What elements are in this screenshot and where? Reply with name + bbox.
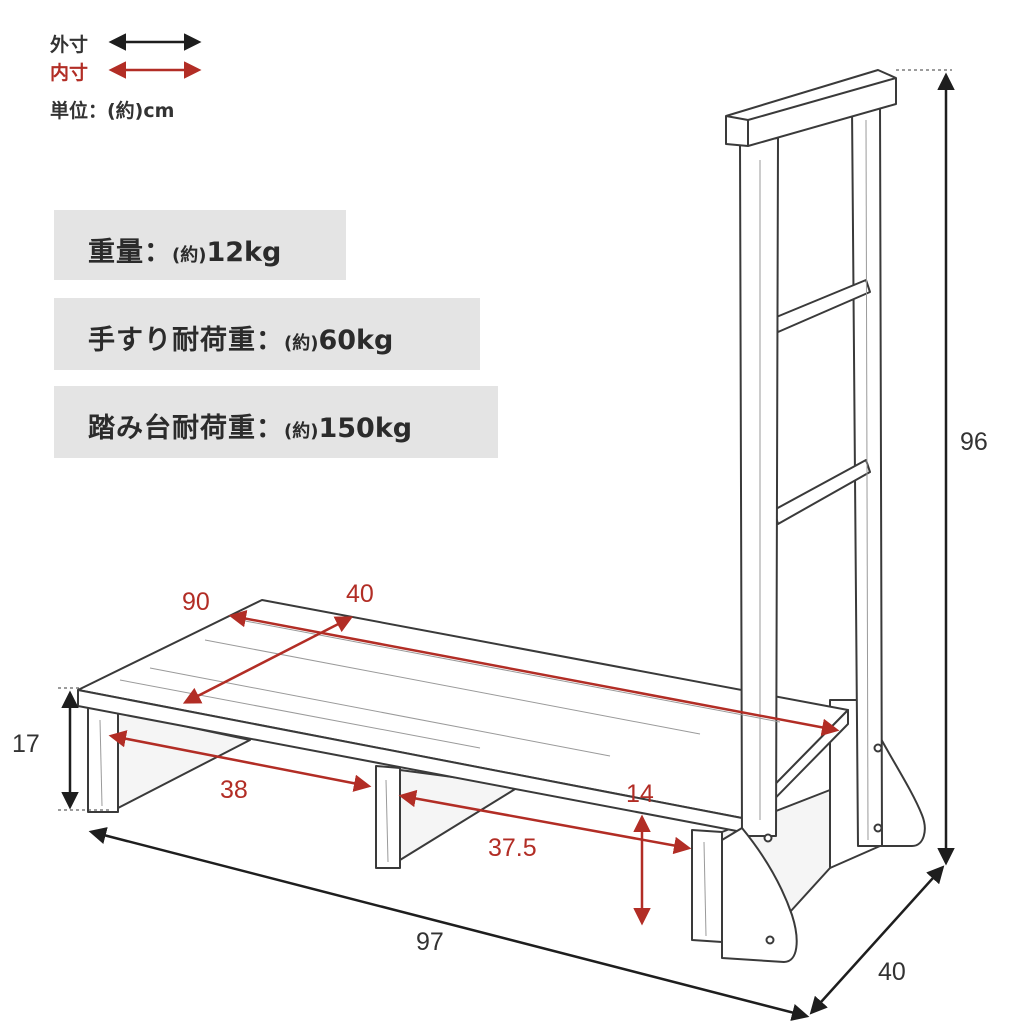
front-right-leg	[691, 829, 723, 943]
platform-depth-40-arrow	[182, 616, 354, 704]
inner-legend-label: 内寸	[50, 61, 89, 84]
dim-height-96: 96	[960, 428, 988, 456]
bolt	[873, 823, 883, 833]
outer-legend-label: 外寸	[50, 33, 89, 56]
bolt	[765, 935, 775, 945]
bolt	[763, 833, 773, 843]
opening-38-arrow	[108, 730, 372, 792]
outer-dimension-lines	[61, 72, 955, 1021]
spec-handrail-approx: (約)	[284, 333, 319, 354]
inner-dimension-lines	[108, 609, 840, 926]
spec-step-value: 150kg	[318, 413, 413, 444]
dim-depth-40: 40	[878, 958, 906, 986]
extension-lines	[58, 69, 952, 811]
dim-opening-38: 38	[220, 776, 248, 804]
spec-step-approx: (約)	[284, 421, 319, 442]
spec-step-label: 踏み台耐荷重：	[88, 413, 284, 444]
dim-opening-37-5: 37.5	[488, 834, 537, 862]
spec-handrail-label: 手すり耐荷重：	[88, 325, 284, 356]
handrail-top-bar	[725, 69, 897, 147]
stool-outline	[77, 69, 926, 963]
dim-clearance-14: 14	[626, 780, 654, 808]
outer-legend: 外寸	[50, 30, 88, 56]
dim-platform-height-17: 17	[12, 730, 40, 758]
dim-platform-width-90: 90	[182, 588, 210, 616]
inner-legend: 内寸	[50, 58, 88, 84]
bolt	[873, 743, 883, 753]
spec-handrail-load: 手すり耐荷重： (約) 60kg	[54, 298, 480, 370]
handrail-left-post	[739, 137, 779, 837]
width-97-arrow	[88, 827, 810, 1021]
handrail-right-foot	[874, 727, 926, 847]
spec-weight-value: 12kg	[206, 237, 282, 268]
spec-step-load: 踏み台耐荷重： (約) 150kg	[54, 386, 498, 458]
unit-label: 単位：(約)cm	[50, 99, 175, 122]
dim-width-97: 97	[416, 928, 444, 956]
left-leg	[87, 705, 119, 813]
unit-legend: 単位：(約)cm	[50, 96, 174, 122]
spec-weight-approx: (約)	[172, 245, 207, 266]
spec-weight: 重量： (約) 12kg	[54, 210, 346, 280]
spec-weight-label: 重量：	[88, 237, 172, 268]
depth-40-arrow	[809, 865, 945, 1015]
spec-handrail-value: 60kg	[318, 325, 394, 356]
dim-platform-depth-40: 40	[346, 580, 374, 608]
